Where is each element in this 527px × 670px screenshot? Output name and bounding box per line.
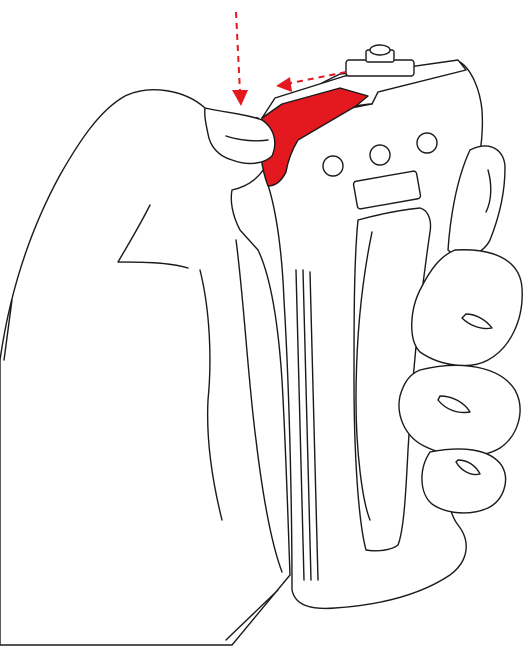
finger-index	[447, 145, 506, 258]
finger-pinky	[421, 448, 507, 514]
fingernail-ring	[437, 395, 471, 414]
fingernail-middle	[461, 313, 493, 330]
arm-contour-palm	[235, 239, 283, 573]
fingernail-index	[485, 169, 492, 213]
grip-label-plate	[352, 170, 422, 210]
slide-left-arrow	[276, 71, 347, 92]
arm-contour-fold	[117, 204, 189, 269]
grip-rail-1	[295, 269, 305, 581]
wrist-line	[225, 589, 279, 641]
thumb	[204, 107, 276, 165]
thumbnail	[225, 135, 269, 142]
press-down-arrow	[232, 11, 248, 106]
mount-screw-head	[369, 44, 391, 56]
grip-window	[353, 207, 432, 552]
grip-rail-2	[302, 269, 312, 581]
inner-finger-edge	[355, 231, 373, 521]
fingernail-pinky	[455, 459, 481, 476]
grip-button-1	[322, 155, 344, 177]
arm-contour-inner	[199, 269, 223, 521]
grip-button-3	[416, 132, 438, 154]
grip-button-2	[369, 144, 391, 166]
arm-contour-left	[3, 299, 13, 361]
grip-rail-3	[309, 271, 319, 581]
arm-outline	[0, 89, 291, 646]
finger-ring	[398, 364, 521, 457]
